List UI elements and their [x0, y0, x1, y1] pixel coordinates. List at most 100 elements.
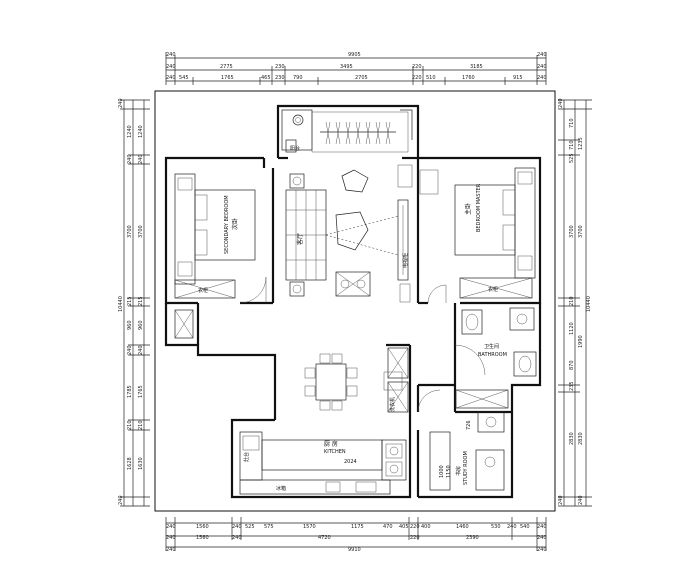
- dim-left-mid-c: 3700: [138, 225, 144, 238]
- dim-right-mid-a: 710: [569, 140, 575, 150]
- dim-top3-b: 545: [179, 75, 189, 81]
- dim-right-outer-c: 240: [558, 495, 564, 505]
- dim-bot1-d: 525: [245, 524, 255, 530]
- dim-top3-l: 240: [537, 75, 547, 81]
- master-bedroom-subtitle: BEDROOM MASTER: [476, 183, 482, 232]
- dim-top3-g: 2705: [355, 75, 368, 81]
- dim-bot1-m: 530: [491, 524, 501, 530]
- dim-left-mid-g: 1765: [138, 385, 144, 398]
- dim-right-inner-c: 3700: [569, 225, 575, 238]
- dim-left-inner-d: 215: [127, 296, 133, 306]
- dim-left-outer-a: 240: [118, 98, 124, 108]
- dim-right-inner-d: 210: [569, 296, 575, 306]
- dim-top2-a: 240: [166, 64, 176, 70]
- dim-bot2-d: 4720: [318, 535, 331, 541]
- dim-left-mid-d: 215: [138, 296, 144, 306]
- dim-right-inner-g: 240: [578, 495, 584, 505]
- dim-left-outer-c: 240: [118, 495, 124, 505]
- dim-top3-k: 915: [513, 75, 523, 81]
- dim-top2-g: 240: [537, 64, 547, 70]
- dim-top1-c: 240: [537, 52, 547, 58]
- top-dimensions: [165, 52, 547, 85]
- dim-top3-c: 1765: [221, 75, 234, 81]
- dim-left-mid-f: 240: [138, 345, 144, 355]
- dim-bot1-i: 405: [399, 524, 409, 530]
- dim-bot1-l: 1460: [456, 524, 469, 530]
- dim-bot3-c: 240: [537, 547, 547, 553]
- master-bedroom: 主卧 BEDROOM MASTER 衣柜: [419, 167, 536, 299]
- master-bedroom-title: 主卧: [464, 203, 472, 215]
- left-dimension-labels: 240 10440 240 1240 240 3700 215 960 240 …: [118, 98, 144, 505]
- study-title: 书房: [455, 466, 462, 476]
- secondary-bedroom-title: 次卧: [231, 218, 239, 230]
- dim-top2-e: 220: [412, 64, 422, 70]
- bathroom-subtitle: BATHROOM: [478, 352, 507, 358]
- tv-cabinet-label: 电视柜: [402, 253, 409, 268]
- washer-label: 洗衣机: [389, 397, 396, 412]
- dim-right-mid-c: 3700: [578, 225, 584, 238]
- dim-left-mid-b: 240: [138, 154, 144, 164]
- dim-top3-i: 510: [426, 75, 436, 81]
- dim-top3-h: 220: [412, 75, 422, 81]
- dim-bot3-a: 240: [166, 547, 176, 553]
- secondary-bedroom: 次卧 SECONDARY BEDROOM 衣柜: [174, 173, 256, 299]
- dim-left-inner-a: 1240: [127, 125, 133, 138]
- dim-right-mid-g: 2830: [569, 432, 575, 445]
- dim-top1-a: 240: [166, 52, 176, 58]
- dim-right-inner-a: 710: [569, 118, 575, 128]
- dim-bot1-e: 575: [264, 524, 274, 530]
- dim-bot1-f: 1570: [303, 524, 316, 530]
- dim-right-mid-f: 235: [569, 381, 575, 391]
- dim-left-inner-i: 1628: [127, 457, 133, 470]
- bottom-dimensions: [165, 517, 547, 551]
- dim-bot3-b: 9910: [348, 547, 361, 553]
- dim-right-mid-e: 870: [569, 360, 575, 370]
- dim-right-inner-f: 2830: [578, 432, 584, 445]
- right-dimension-labels: 240 10440 240 710 1235 3700 210 1990 283…: [558, 98, 592, 505]
- dim-top3-e: 230: [275, 75, 285, 81]
- dim-bot2-b: 1560: [196, 535, 209, 541]
- dim-bot2-a: 240: [166, 535, 176, 541]
- dim-left-inner-h: 210: [127, 420, 133, 430]
- dim-left-inner-b: 240: [127, 154, 133, 164]
- kitchen-code: 2024: [344, 459, 357, 465]
- bathroom-title: 卫生间: [484, 343, 499, 350]
- dim-bot2-g: 240: [537, 535, 547, 541]
- living-room-title: 客厅: [296, 233, 304, 245]
- dim-bot2-e: 220: [410, 535, 420, 541]
- dim-left-inner-g: 1785: [127, 385, 133, 398]
- dim-bot1-o: 540: [520, 524, 530, 530]
- dim-top1-b: 9905: [348, 52, 361, 58]
- right-dimensions: [558, 99, 592, 507]
- dim-right-inner-e: 1990: [578, 335, 584, 348]
- study: 726 1000 1150 书房 STUDY ROOM: [429, 389, 509, 491]
- dim-bot1-g: 1175: [351, 524, 364, 530]
- dim-right-inner-b: 1235: [578, 137, 584, 150]
- dim-bot1-n: 240: [507, 524, 517, 530]
- washer: 洗衣机: [383, 371, 403, 412]
- study-dim-b: 1150: [446, 465, 452, 478]
- dim-right-outer-a: 240: [558, 98, 564, 108]
- balcony: 阳台: [281, 109, 413, 153]
- fridge-label: 冰箱: [276, 485, 286, 492]
- dim-top2-c: 230: [275, 64, 285, 70]
- kitchen: 厨 房 KITCHEN 2024 冰箱 灶台: [239, 431, 407, 495]
- dim-bot1-c: 240: [232, 524, 242, 530]
- balcony-label: 阳台: [290, 145, 300, 152]
- bathroom: 卫生间 BATHROOM: [461, 307, 537, 377]
- dim-left-inner-e: 960: [127, 320, 133, 330]
- top-dimension-labels: 240 9905 240 240 2775 230 3495 220 3185 …: [166, 52, 547, 81]
- left-closet: [174, 309, 194, 339]
- study-side-dim: 726: [466, 420, 472, 430]
- dim-top2-f: 3185: [470, 64, 483, 70]
- study-dim-a: 1000: [439, 465, 445, 478]
- dim-left-inner-c: 3700: [127, 225, 133, 238]
- dim-top3-a: 240: [166, 75, 176, 81]
- dim-bot1-b: 1560: [196, 524, 209, 530]
- dim-left-mid-h: 210: [138, 420, 144, 430]
- stove-label: 灶台: [243, 452, 250, 462]
- dim-right-mid-d: 1120: [569, 322, 575, 335]
- left-dimensions: [120, 99, 150, 507]
- dim-bot1-j: 220: [410, 524, 420, 530]
